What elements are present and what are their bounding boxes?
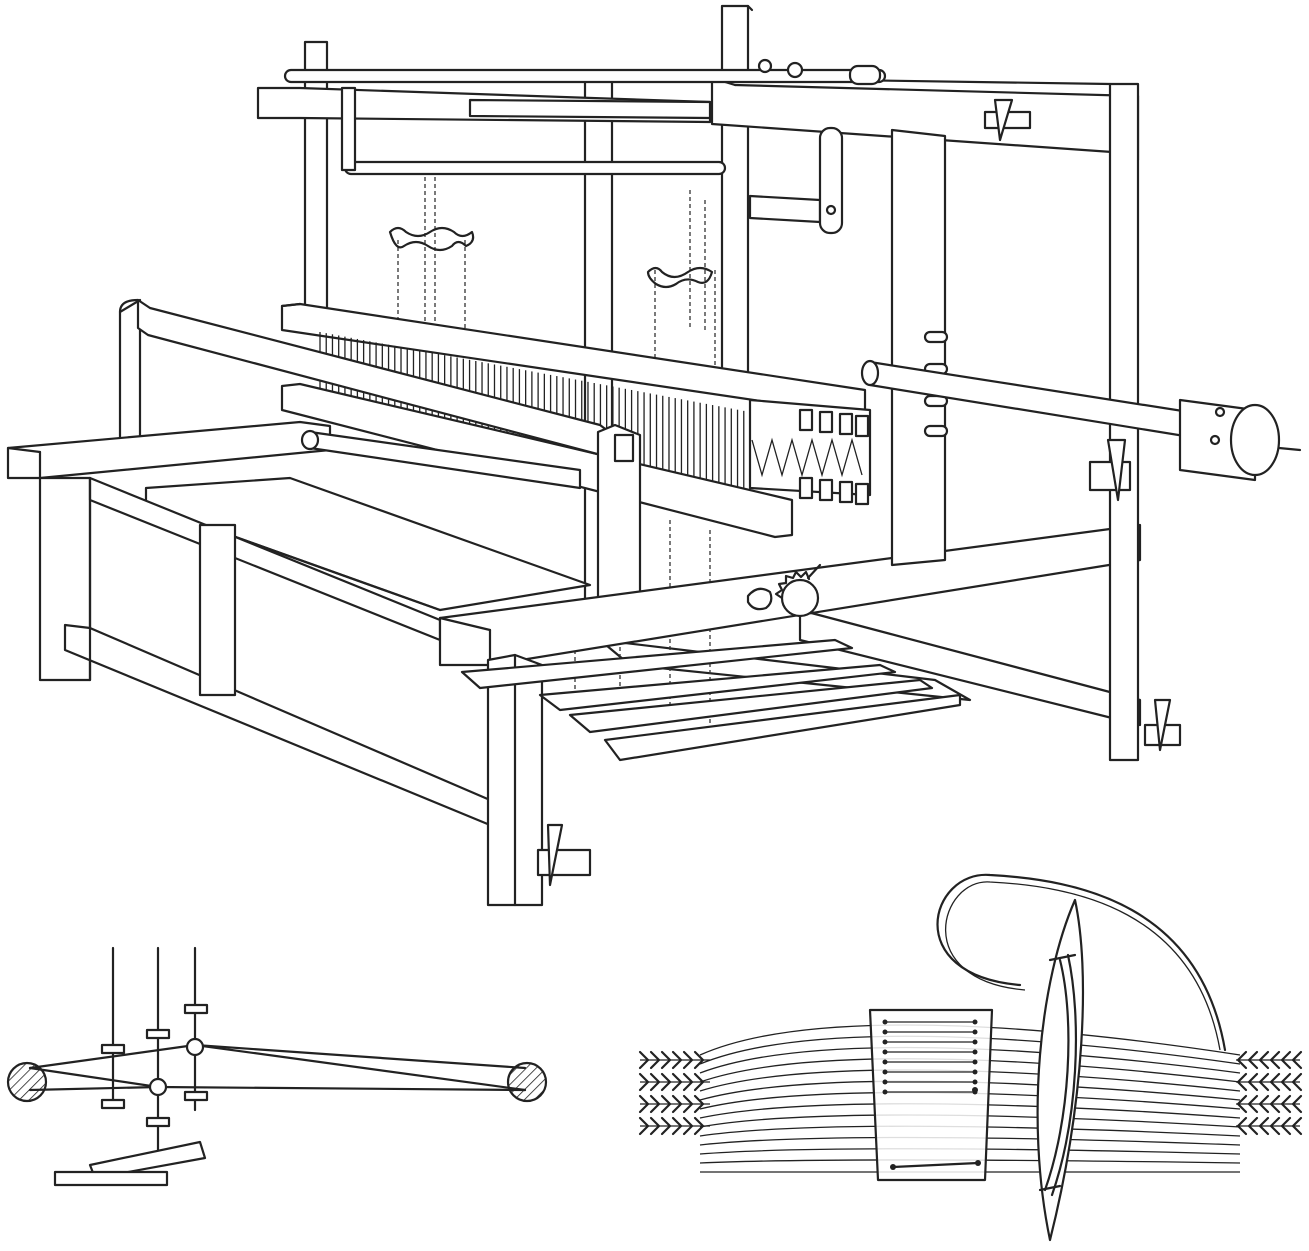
lower-shaft-batten bbox=[280, 382, 794, 539]
loom-drawing bbox=[6, 4, 1302, 907]
treadles bbox=[460, 638, 962, 762]
hanging-bracket bbox=[340, 86, 844, 235]
front-right-tall-upright bbox=[720, 4, 754, 397]
pulley-horse-right bbox=[646, 266, 714, 289]
upper-roller bbox=[283, 58, 887, 86]
top-rear-beam bbox=[256, 86, 712, 124]
warp-beam bbox=[860, 359, 1302, 482]
ratchet-wheel bbox=[746, 563, 822, 618]
front-right-leg bbox=[486, 653, 592, 907]
pulley-horse-left bbox=[388, 226, 475, 252]
bench-front-post bbox=[596, 423, 642, 602]
right-front-post bbox=[890, 128, 949, 567]
cloth-roller bbox=[300, 429, 582, 490]
shed-mechanism-diagram bbox=[6, 946, 548, 1187]
shuttle-weave-diagram bbox=[638, 873, 1303, 1242]
wedge-top-right bbox=[983, 98, 1032, 142]
left-side-arm bbox=[6, 420, 332, 480]
back-left-upright bbox=[303, 40, 329, 332]
bench-lower-frame bbox=[63, 476, 492, 827]
reed-blocks bbox=[748, 398, 872, 506]
